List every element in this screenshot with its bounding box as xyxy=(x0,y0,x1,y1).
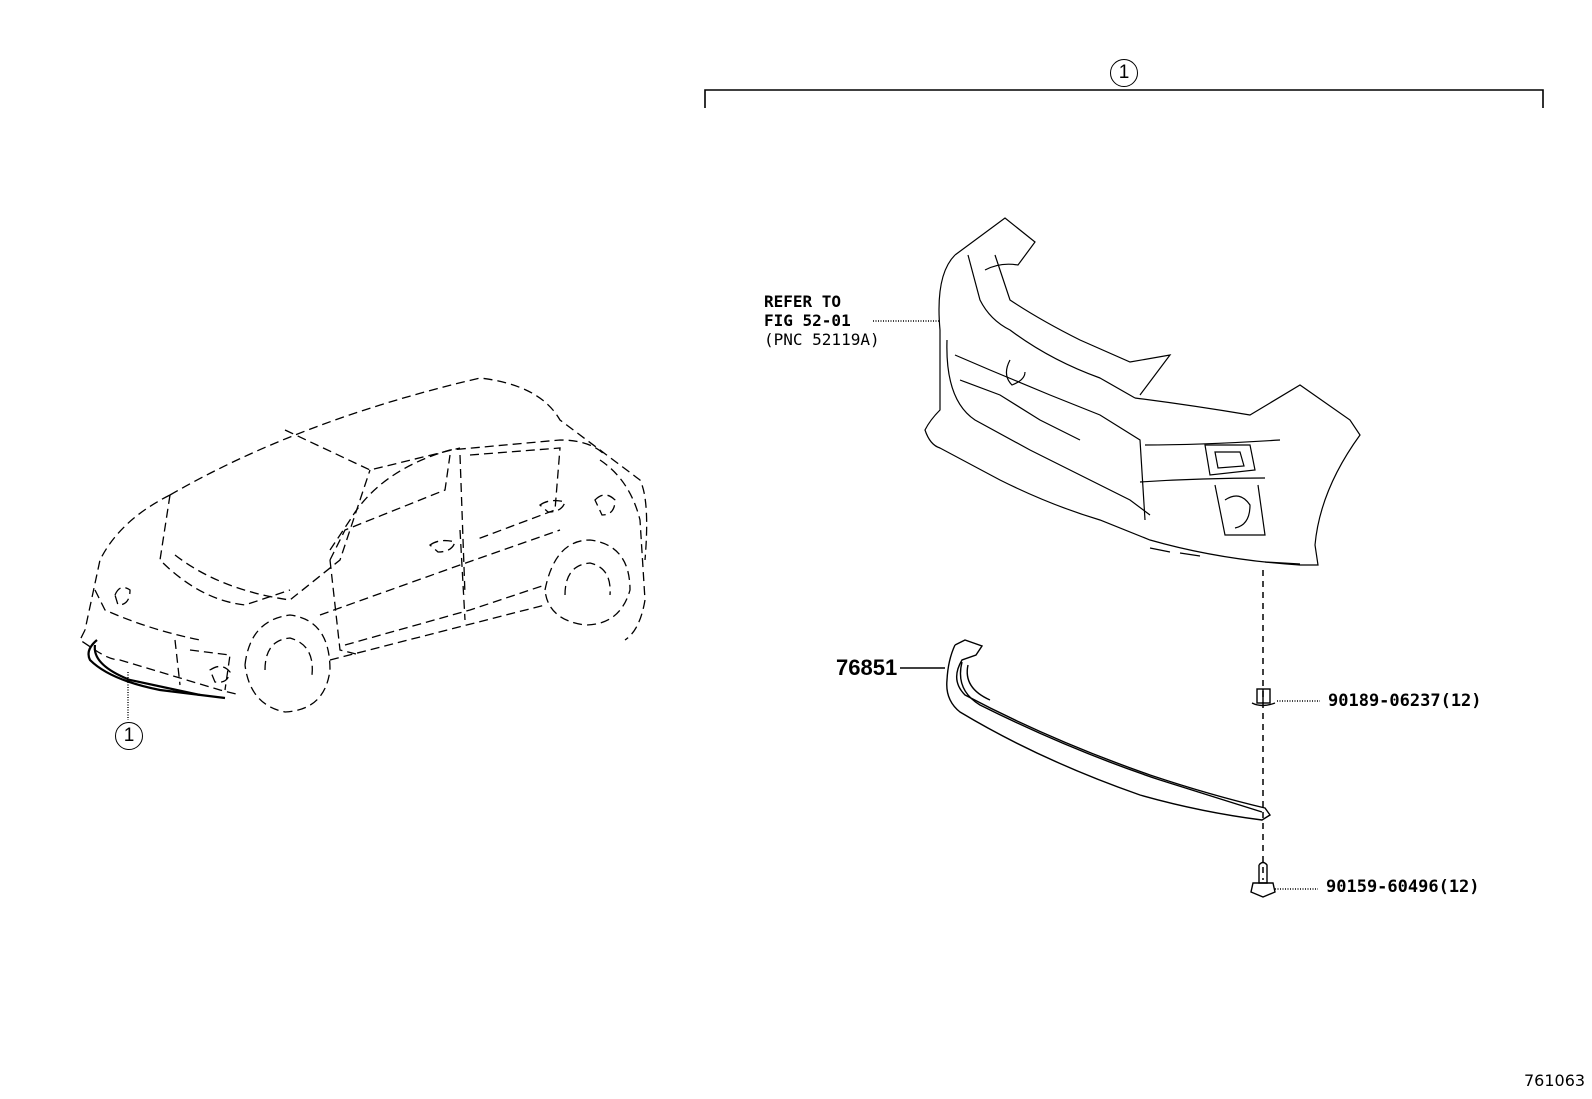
vehicle-overview-drawing xyxy=(79,377,648,713)
screw-drawing xyxy=(1250,861,1276,898)
reference-note[interactable]: REFER TO FIG 52-01 (PNC 52119A) xyxy=(764,292,880,349)
part-number-spoiler[interactable]: 76851 xyxy=(836,655,898,680)
reference-line-1: REFER TO xyxy=(764,292,842,311)
front-bumper-cover-drawing xyxy=(924,217,1361,566)
part-number-screw[interactable]: 90159-60496(12) xyxy=(1326,877,1480,897)
assembly-callout-circle[interactable]: 1 xyxy=(1110,59,1138,87)
vehicle-spoiler-highlight xyxy=(87,639,226,700)
figure-number: 761063 xyxy=(1524,1071,1586,1090)
assembly-bracket xyxy=(704,89,1544,108)
clip-drawing xyxy=(1251,688,1276,707)
front-spoiler-drawing xyxy=(946,639,1272,821)
part-number-clip[interactable]: 90189-06237(12) xyxy=(1328,691,1482,711)
reference-line-2: FIG 52-01 xyxy=(764,311,851,330)
vehicle-callout-circle[interactable]: 1 xyxy=(115,722,143,750)
reference-line-3: (PNC 52119A) xyxy=(764,330,880,349)
